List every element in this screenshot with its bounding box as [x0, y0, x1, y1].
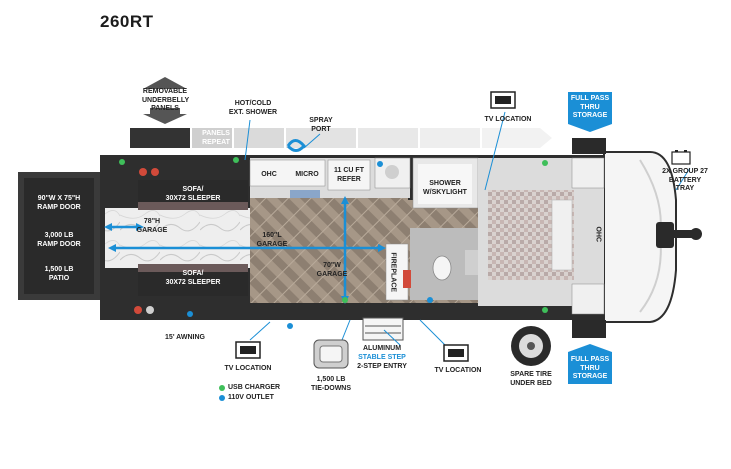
garage-floor: [105, 208, 250, 268]
spray-port-label: SPRAY PORT: [309, 117, 333, 133]
front-storage-bottom: [571, 283, 605, 315]
micro-label: MICRO: [295, 171, 319, 178]
aluminum-entry-label-3: 2-STEP ENTRY: [357, 363, 407, 370]
refer-label: 11 CU FT REFER: [334, 167, 364, 183]
tv-location-top-label: TV LOCATION: [484, 116, 532, 123]
front-cap: [603, 151, 677, 323]
ohc-left-label: OHC: [261, 171, 277, 178]
refrigerator: [327, 159, 371, 191]
patio-label: 1,500 LB PATIO: [44, 266, 74, 282]
model-title: 260RT: [100, 12, 154, 31]
ramp-door-weight-label: 3,000 LB RAMP DOOR: [37, 232, 81, 248]
entry-step: [362, 317, 404, 341]
fireplace-label: FIREPLACE: [389, 252, 397, 293]
tie-down-graphic: [313, 339, 349, 369]
usb-charger-legend-dot: [219, 385, 225, 391]
outlet-legend-label: 110V OUTLET: [228, 394, 274, 401]
sofa-bottom-label: SOFA/ 30x72 SLEEPER: [165, 270, 221, 286]
storage-arrow-top-shape: [568, 92, 612, 132]
underbelly-panels-strip: [130, 128, 552, 148]
tv-location-bottom-left-label: TV LOCATION: [224, 365, 272, 372]
aluminum-entry-label-2: STABLE STEP: [358, 354, 406, 361]
hot-cold-shower-label: HOT/COLD EXT. SHOWER: [228, 100, 278, 116]
front-storage-top: [571, 157, 605, 189]
shower-label: SHOWER w/SKYLIGHT: [423, 180, 467, 196]
battery-graphic: [671, 150, 691, 165]
outlet-legend-dot: [219, 395, 225, 401]
ramp-door-size-label: 90"W x 75"H RAMP DOOR: [37, 195, 81, 211]
panels-repeat-label: PANELS REPEAT: [202, 130, 230, 146]
garage-width-label: 70"W GARAGE: [316, 262, 348, 278]
sofa-top-label: SOFA/ 30x72 SLEEPER: [165, 186, 221, 202]
full-pass-storage-bottom-label: FULL PASS THRU STORAGE: [570, 356, 610, 380]
garage-height-label: 78"H GARAGE: [136, 218, 168, 234]
tv-location-bottom-right-label: TV LOCATION: [434, 367, 482, 374]
living-floor: [250, 188, 408, 303]
awning-label: 15' AWNING: [165, 334, 205, 341]
tv-graphics: [235, 91, 516, 362]
full-pass-storage-top-label: FULL PASS THRU STORAGE: [570, 95, 610, 119]
garage-length-label: 160"L GARAGE: [256, 232, 288, 248]
underbelly-arrow-icon: [143, 77, 187, 124]
ohc-right-label: OHC: [594, 226, 602, 243]
tie-downs-label: 1,500 LB TIE-DOWNS: [310, 376, 352, 392]
spare-tire-graphic: [511, 326, 551, 366]
usb-charger-legend-label: USB CHARGER: [228, 384, 281, 391]
storage-arrow-bottom-shape: [568, 344, 612, 384]
removable-underbelly-label: REMOVABLE UNDERBELLY PANELS: [142, 88, 190, 112]
battery-tray-label: 2X GROUP 27 BATTERY TRAY: [662, 168, 708, 192]
outlet-dots: [119, 157, 548, 329]
hitch: [656, 222, 702, 248]
spray-port-hose: [286, 139, 306, 152]
spare-tire-label: SPARE TIRE UNDER BED: [510, 371, 552, 387]
aluminum-entry-label-1: ALUMINUM: [362, 345, 402, 352]
